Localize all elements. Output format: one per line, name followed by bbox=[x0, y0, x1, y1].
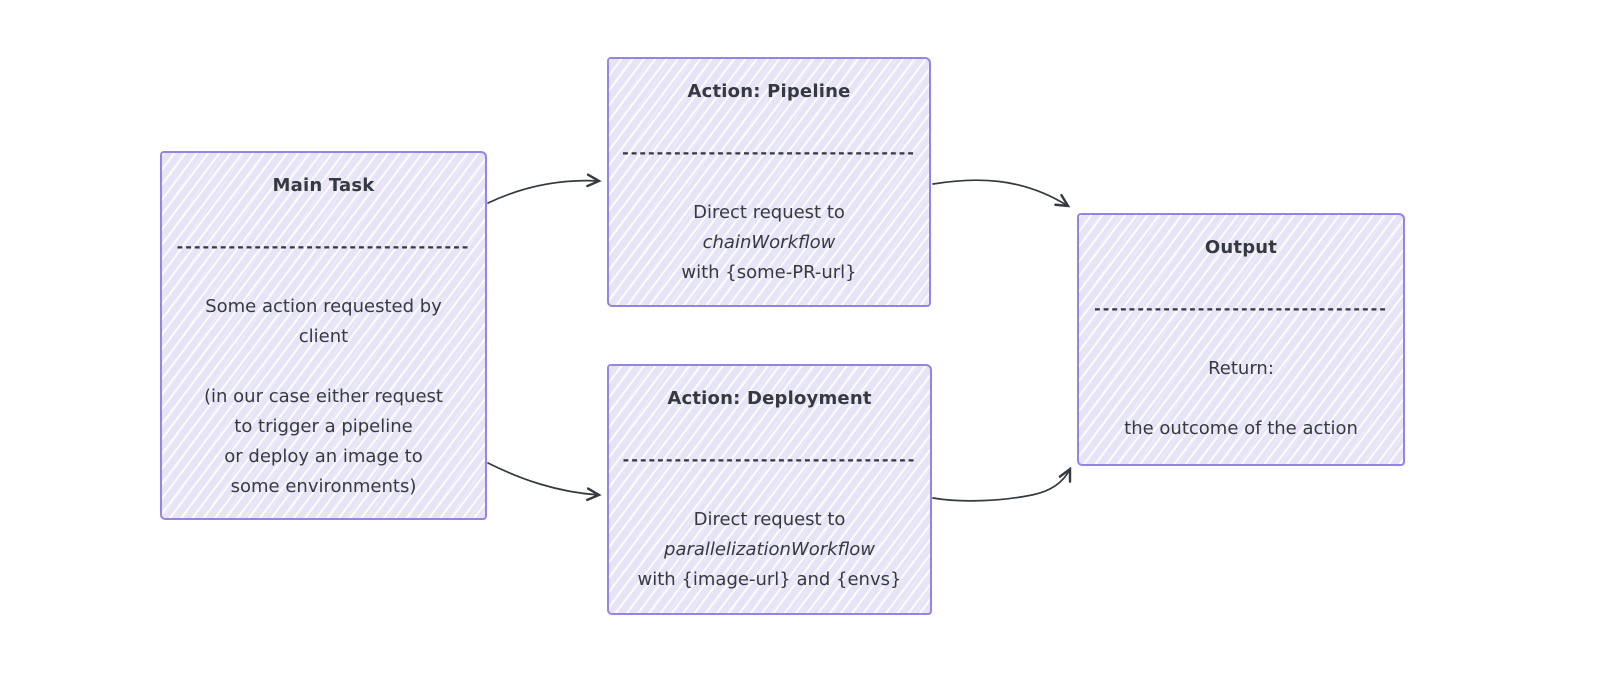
node-action-pipeline-title: Action: Pipeline bbox=[687, 81, 851, 102]
body-line: (in our case either request bbox=[204, 386, 443, 407]
edge-deployment-to-output bbox=[932, 466, 1072, 502]
node-main-task-body: Some action requested by client (in our … bbox=[162, 292, 485, 502]
node-action-deployment-divider: ---------------------------------- bbox=[622, 450, 917, 469]
node-action-pipeline-divider: ---------------------------------- bbox=[622, 143, 916, 162]
body-line: Some action requested by bbox=[205, 296, 442, 317]
body-line: or deploy an image to bbox=[224, 446, 423, 467]
body-line bbox=[162, 352, 485, 382]
node-main-task: Main Task ------------------------------… bbox=[160, 151, 487, 520]
body-line: Direct request to bbox=[693, 509, 846, 530]
body-line: with {some-PR-url} bbox=[681, 262, 857, 283]
node-output-title: Output bbox=[1204, 237, 1278, 258]
body-line: Direct request to bbox=[693, 202, 845, 223]
node-action-deployment-title: Action: Deployment bbox=[667, 388, 872, 409]
node-output-divider: ---------------------------------- bbox=[1094, 299, 1388, 318]
node-action-deployment-body: Direct request to parallelizationWorkflo… bbox=[609, 505, 930, 595]
body-line: Return: bbox=[1208, 358, 1274, 379]
node-output: Output ---------------------------------… bbox=[1077, 213, 1405, 466]
node-action-pipeline: Action: Pipeline -----------------------… bbox=[607, 57, 931, 307]
body-line: to trigger a pipeline bbox=[234, 416, 413, 437]
node-main-task-divider: ---------------------------------- bbox=[176, 237, 471, 256]
body-line-workflow-name: parallelizationWorkflow bbox=[664, 539, 875, 560]
edge-main-task-to-pipeline bbox=[487, 173, 602, 204]
node-action-pipeline-body: Direct request to chainWorkflow with {so… bbox=[609, 198, 929, 288]
body-line: client bbox=[298, 326, 349, 347]
body-line-workflow-name: chainWorkflow bbox=[702, 232, 836, 253]
body-line: the outcome of the action bbox=[1124, 418, 1358, 439]
body-line bbox=[1079, 384, 1403, 414]
node-main-task-title: Main Task bbox=[272, 175, 375, 196]
body-line: with {image-url} and {envs} bbox=[637, 569, 902, 590]
node-action-deployment: Action: Deployment ---------------------… bbox=[607, 364, 932, 615]
node-output-body: Return: the outcome of the action bbox=[1079, 354, 1403, 444]
edge-pipeline-to-output bbox=[932, 179, 1071, 208]
edge-main-task-to-deployment bbox=[487, 462, 602, 502]
body-line: some environments) bbox=[230, 476, 417, 497]
